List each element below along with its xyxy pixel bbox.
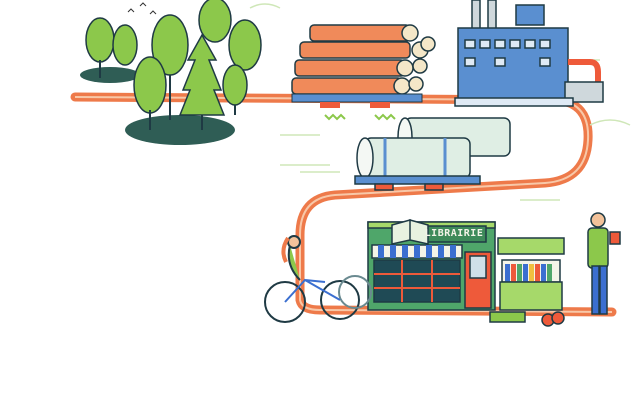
birds-icon — [127, 2, 157, 15]
paper-roll-truck — [354, 117, 511, 191]
shop-sign: LIBRAIRIE — [424, 228, 484, 239]
factory — [454, 0, 604, 107]
cyclist — [264, 235, 372, 323]
book-stall — [489, 237, 565, 327]
reading-man — [587, 212, 621, 315]
decorative-lines — [249, 3, 631, 201]
forest — [80, 0, 262, 145]
log-truck — [291, 24, 436, 121]
bookshop — [367, 219, 496, 311]
